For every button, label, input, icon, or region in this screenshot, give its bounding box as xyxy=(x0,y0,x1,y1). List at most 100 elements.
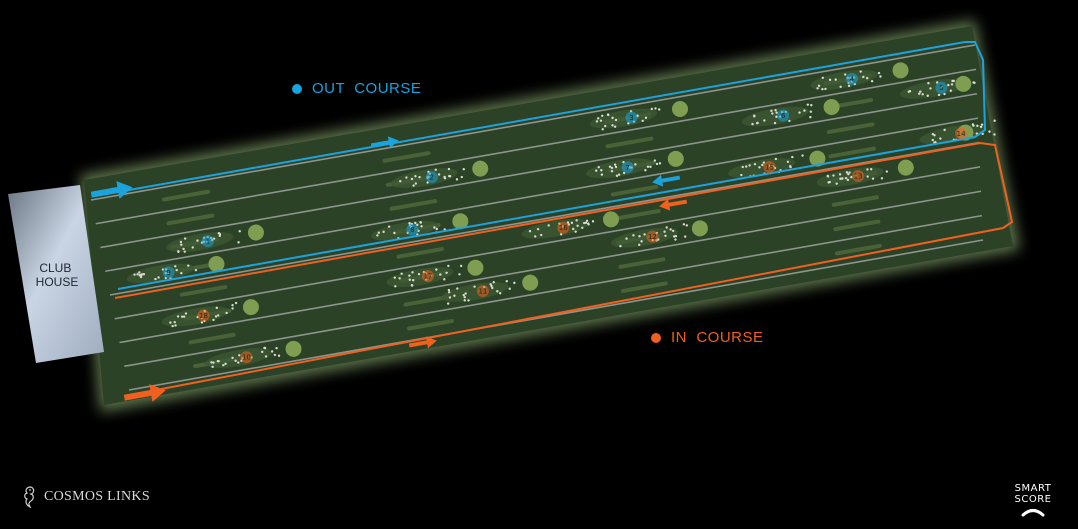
bunker-dot xyxy=(572,227,575,231)
bunker-dot xyxy=(850,175,853,179)
lane-divider xyxy=(124,214,983,368)
bunker-dot xyxy=(979,125,983,129)
putting-green xyxy=(809,150,826,167)
bunker-dot xyxy=(492,281,495,284)
rough-area xyxy=(166,232,234,252)
bunker-dot xyxy=(824,87,827,91)
legend-out-course: OUT COURSE xyxy=(292,80,421,97)
rough-area xyxy=(589,108,657,129)
out-return-arrow-icon xyxy=(652,174,681,187)
bunker-dot xyxy=(644,116,648,120)
hole-features xyxy=(127,62,996,369)
bunker-dot xyxy=(773,121,777,125)
bunker-dot xyxy=(399,180,402,183)
bunker-dot xyxy=(448,174,451,178)
bunker-dot xyxy=(775,111,778,114)
hole-badge xyxy=(846,72,859,85)
bunker-dot xyxy=(791,155,794,159)
bunker-dot xyxy=(467,299,470,302)
bunker-dot xyxy=(803,109,806,112)
legend-in-label: IN COURSE xyxy=(671,329,764,346)
bunker-dot xyxy=(810,103,813,107)
bunker-dot xyxy=(176,315,180,318)
hole-marker-17[interactable]: 17 xyxy=(421,270,434,283)
hole-marker-2[interactable]: 2 xyxy=(425,171,438,184)
bunker-dot xyxy=(643,233,646,236)
bunker-dot xyxy=(260,350,264,354)
hole-marker-4[interactable]: 4 xyxy=(846,72,859,85)
hole-marker-16[interactable]: 16 xyxy=(557,221,570,234)
bunker-dot xyxy=(447,288,451,292)
lane-divider xyxy=(109,141,980,296)
bunker-dot xyxy=(142,273,146,276)
hole-marker-3[interactable]: 3 xyxy=(625,111,638,124)
bunker-dot xyxy=(417,272,421,276)
hole-marker-6[interactable]: 6 xyxy=(777,109,790,122)
bunker-dot xyxy=(462,293,465,297)
hole-marker-13[interactable]: 13 xyxy=(852,169,865,182)
arrow-icon xyxy=(408,336,437,349)
hole-number: 1 xyxy=(206,237,210,245)
bunker-dot xyxy=(414,221,417,225)
bunker-dot xyxy=(154,277,157,281)
bunker-dot xyxy=(264,355,268,358)
hole-marker-12[interactable]: 12 xyxy=(646,230,659,243)
hole-marker-5[interactable]: 5 xyxy=(935,81,948,94)
bunker-dot xyxy=(614,118,618,122)
putting-green xyxy=(467,259,484,276)
bunker-dot xyxy=(611,116,614,120)
lane-divider xyxy=(114,166,981,320)
hole-marker-11[interactable]: 11 xyxy=(476,284,489,297)
clubhouse[interactable] xyxy=(8,185,104,363)
smart-text: SMART xyxy=(1014,483,1052,494)
out-course-dot-icon xyxy=(292,83,302,94)
bunker-dot xyxy=(682,223,686,226)
hole-number: 16 xyxy=(559,224,568,232)
bunker-dot xyxy=(218,232,222,236)
bunker-dot xyxy=(988,130,991,133)
bunker-dot xyxy=(929,87,932,90)
bunker-dot xyxy=(582,221,586,225)
bunker-dot xyxy=(576,224,579,228)
arrow-icon xyxy=(370,136,399,149)
fairway-mark xyxy=(613,208,661,221)
fairway-mark xyxy=(179,285,228,297)
hole-marker-10[interactable]: 10 xyxy=(240,351,253,364)
bunker-dot xyxy=(238,354,241,357)
bunker-dot xyxy=(655,162,659,166)
bunker-dot xyxy=(610,169,614,173)
bunker-dot xyxy=(634,163,637,166)
bunker-dot xyxy=(408,278,411,281)
bunker-dot xyxy=(816,87,819,90)
bunker-dot xyxy=(844,176,848,180)
hole-marker-18[interactable]: 18 xyxy=(197,309,210,322)
bunker-dot xyxy=(774,157,778,161)
bunker-dot xyxy=(976,124,979,128)
bunker-dot xyxy=(410,284,414,287)
bunker-dot xyxy=(859,70,862,73)
hole-number: 17 xyxy=(423,273,432,281)
in-return-arrow-icon xyxy=(659,198,688,211)
seahorse-icon xyxy=(24,486,35,508)
bunker-dot xyxy=(919,90,922,93)
hole-marker-7[interactable]: 7 xyxy=(621,161,634,174)
hole-marker-1[interactable]: 1 xyxy=(201,234,214,247)
hole-marker-14[interactable]: 14 xyxy=(955,127,968,140)
bunker-dot xyxy=(194,268,198,272)
bunker-dot xyxy=(774,109,777,112)
hole-marker-8[interactable]: 8 xyxy=(406,223,419,236)
hole-badge xyxy=(425,171,438,184)
bunker-dot xyxy=(212,318,215,322)
bunker-dot xyxy=(834,78,837,81)
hole-marker-9[interactable]: 9 xyxy=(162,266,175,279)
hole-number: 6 xyxy=(781,112,786,120)
bunker-dot xyxy=(591,220,595,223)
bunker-dot xyxy=(611,124,614,127)
bunker-dot xyxy=(133,273,136,276)
lane-divider xyxy=(95,68,977,225)
logo-text: COSMOS LINKS xyxy=(44,489,150,504)
bunker-dot xyxy=(762,161,766,164)
hole-marker-15[interactable]: 15 xyxy=(763,160,776,173)
